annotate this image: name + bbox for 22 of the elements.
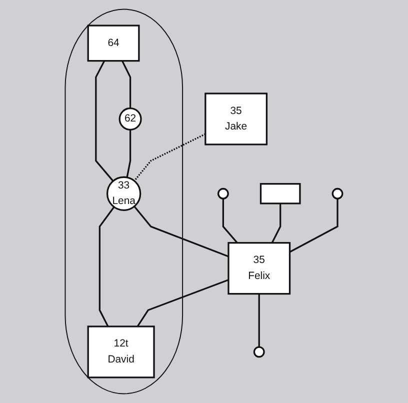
- node-circle: 62: [118, 107, 142, 131]
- node-circle: 33 Lena: [106, 176, 142, 211]
- node-box: 64: [87, 24, 140, 62]
- connector: [272, 203, 282, 244]
- cluster: [64, 8, 184, 394]
- connector: [290, 198, 338, 253]
- node-circle: [218, 188, 230, 200]
- node-circle: [254, 346, 265, 358]
- node-box: 12t David: [87, 326, 155, 378]
- node-box: 35 Jake: [204, 92, 268, 146]
- connector: [126, 130, 132, 178]
- node-circle: [332, 188, 344, 200]
- connector: [134, 206, 229, 258]
- connector: [258, 294, 260, 348]
- connector: [134, 133, 206, 182]
- connector: [122, 60, 132, 108]
- connector: [95, 60, 114, 182]
- connector: [222, 198, 238, 244]
- connector: [137, 279, 229, 327]
- node-box: [260, 183, 301, 204]
- connector: [99, 206, 115, 327]
- node-box: 35 Felix: [228, 242, 291, 295]
